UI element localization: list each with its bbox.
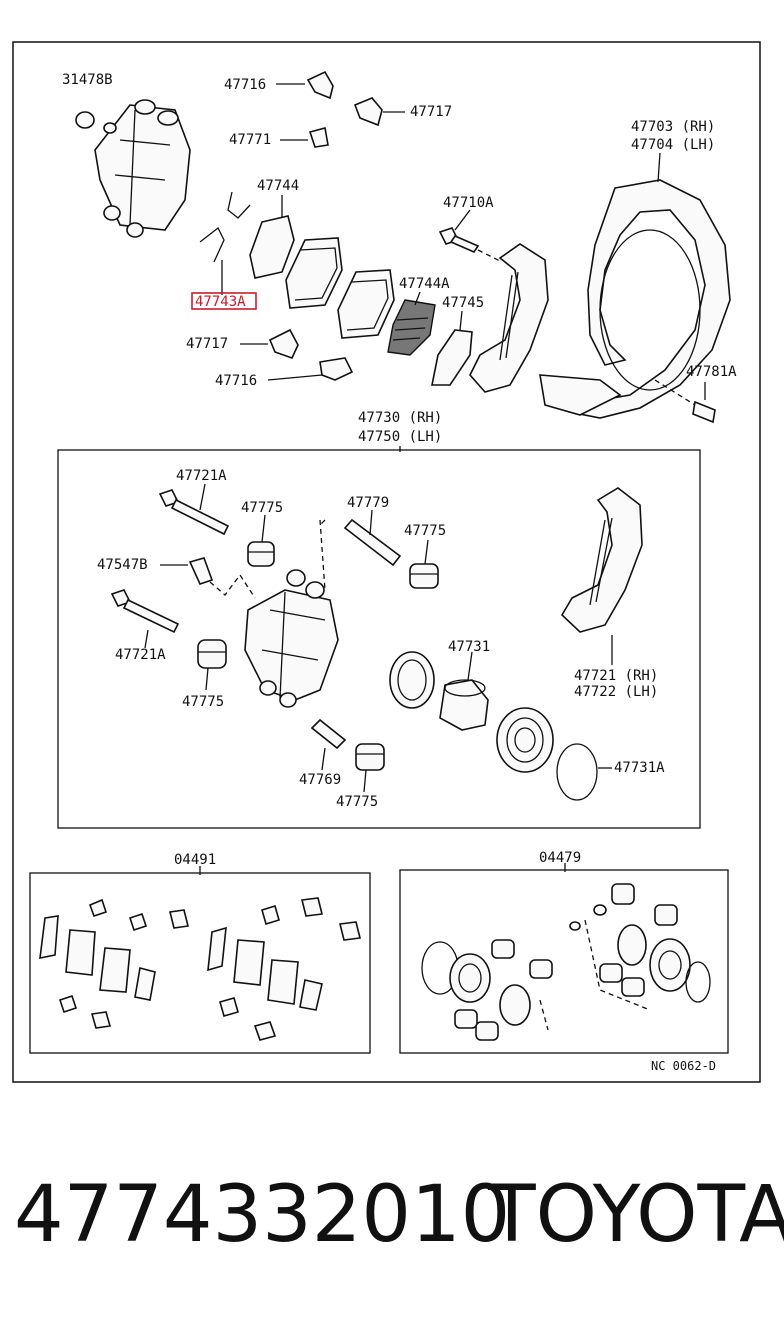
label-47743A-highlighted: 47743A	[195, 294, 246, 310]
caliper-assembly-frame	[57, 449, 701, 829]
label-47744: 47744	[257, 178, 299, 194]
label-47731: 47731	[448, 639, 490, 655]
label-04479: 04479	[539, 850, 581, 866]
clip-47771-illustration	[280, 127, 329, 148]
label-47779: 47779	[347, 495, 389, 511]
pad-kit-illustration	[39, 897, 361, 1041]
caliper-body-illustration	[244, 519, 339, 708]
brake-parts-diagram: 31478B 47716 47717 47771 47703 (RH) 4770…	[12, 41, 761, 1083]
shim-47744-illustration	[249, 195, 295, 279]
caption: 4774332010 TOYOTA	[0, 1160, 784, 1270]
label-47731A: 47731A	[614, 760, 665, 776]
clip-47716-lower-illustration	[267, 357, 354, 381]
caliper-top-illustration	[75, 99, 191, 238]
shim-47744A-illustration	[387, 291, 436, 356]
diagram-frame	[12, 41, 761, 1083]
clip-47716-illustration	[276, 70, 334, 100]
label-47771: 47771	[229, 132, 271, 148]
label-47717-lower: 47717	[186, 336, 228, 352]
seal-kit-frame	[399, 869, 729, 1054]
label-nc-code: NC 0062-D	[651, 1059, 716, 1073]
label-47775-c: 47775	[182, 694, 224, 710]
label-47769: 47769	[299, 772, 341, 788]
spring-47743A-illustration	[199, 191, 251, 295]
bleeder-47547B-illustration	[160, 557, 256, 599]
highlight-box	[191, 292, 257, 310]
cylinder-seal-illustration	[389, 651, 435, 709]
part-number: 4774332010	[14, 1170, 511, 1260]
label-47775-a: 47775	[241, 500, 283, 516]
boot-47775-a-illustration	[247, 514, 275, 567]
label-47775-d: 47775	[336, 794, 378, 810]
clip-47717-lower-illustration	[240, 328, 299, 359]
seal-kit-illustration	[421, 883, 711, 1041]
piston-boot-illustration	[496, 707, 554, 773]
label-47750-lh: 47750 (LH)	[358, 429, 442, 445]
label-47781A: 47781A	[686, 364, 737, 380]
pin-47769-illustration	[310, 718, 347, 771]
label-47547B: 47547B	[97, 557, 148, 573]
boot-47775-b-illustration	[409, 539, 439, 589]
label-47716-top: 47716	[224, 77, 266, 93]
mounting-bracket-illustration	[469, 243, 549, 393]
brake-pad-illustration	[285, 237, 395, 339]
label-47721A-upper: 47721A	[176, 468, 227, 484]
label-47721A-lower: 47721A	[115, 647, 166, 663]
label-47704-lh: 47704 (LH)	[631, 137, 715, 153]
ring-47731A-illustration	[556, 743, 612, 801]
label-04491: 04491	[174, 852, 216, 868]
label-47744A: 47744A	[399, 276, 450, 292]
label-47716-lower: 47716	[215, 373, 257, 389]
boot-47775-c-illustration	[197, 639, 227, 691]
clip-47717-illustration	[353, 97, 405, 127]
bolt-47721A-lower-illustration	[110, 589, 180, 649]
label-31478B: 31478B	[62, 72, 113, 88]
label-47717-top: 47717	[410, 104, 452, 120]
label-47703-rh: 47703 (RH)	[631, 119, 715, 135]
support-47721-illustration	[560, 487, 643, 665]
label-47775-b: 47775	[404, 523, 446, 539]
brand-name: TOYOTA	[488, 1170, 784, 1260]
label-47722-lh: 47722 (LH)	[574, 684, 658, 700]
label-47721-rh: 47721 (RH)	[574, 668, 658, 684]
piston-47731-illustration	[439, 651, 489, 731]
label-47745: 47745	[442, 295, 484, 311]
dust-cover-illustration	[539, 152, 731, 419]
shim-47745-illustration	[431, 310, 473, 386]
pin-47779-illustration	[343, 509, 402, 567]
bolt-47710A-illustration	[438, 209, 503, 263]
label-47710A: 47710A	[443, 195, 494, 211]
bolt-47781A-illustration	[654, 379, 716, 424]
bolt-47721A-upper-illustration	[158, 483, 230, 536]
boot-47775-d-illustration	[355, 743, 385, 793]
label-47730-rh: 47730 (RH)	[358, 410, 442, 426]
